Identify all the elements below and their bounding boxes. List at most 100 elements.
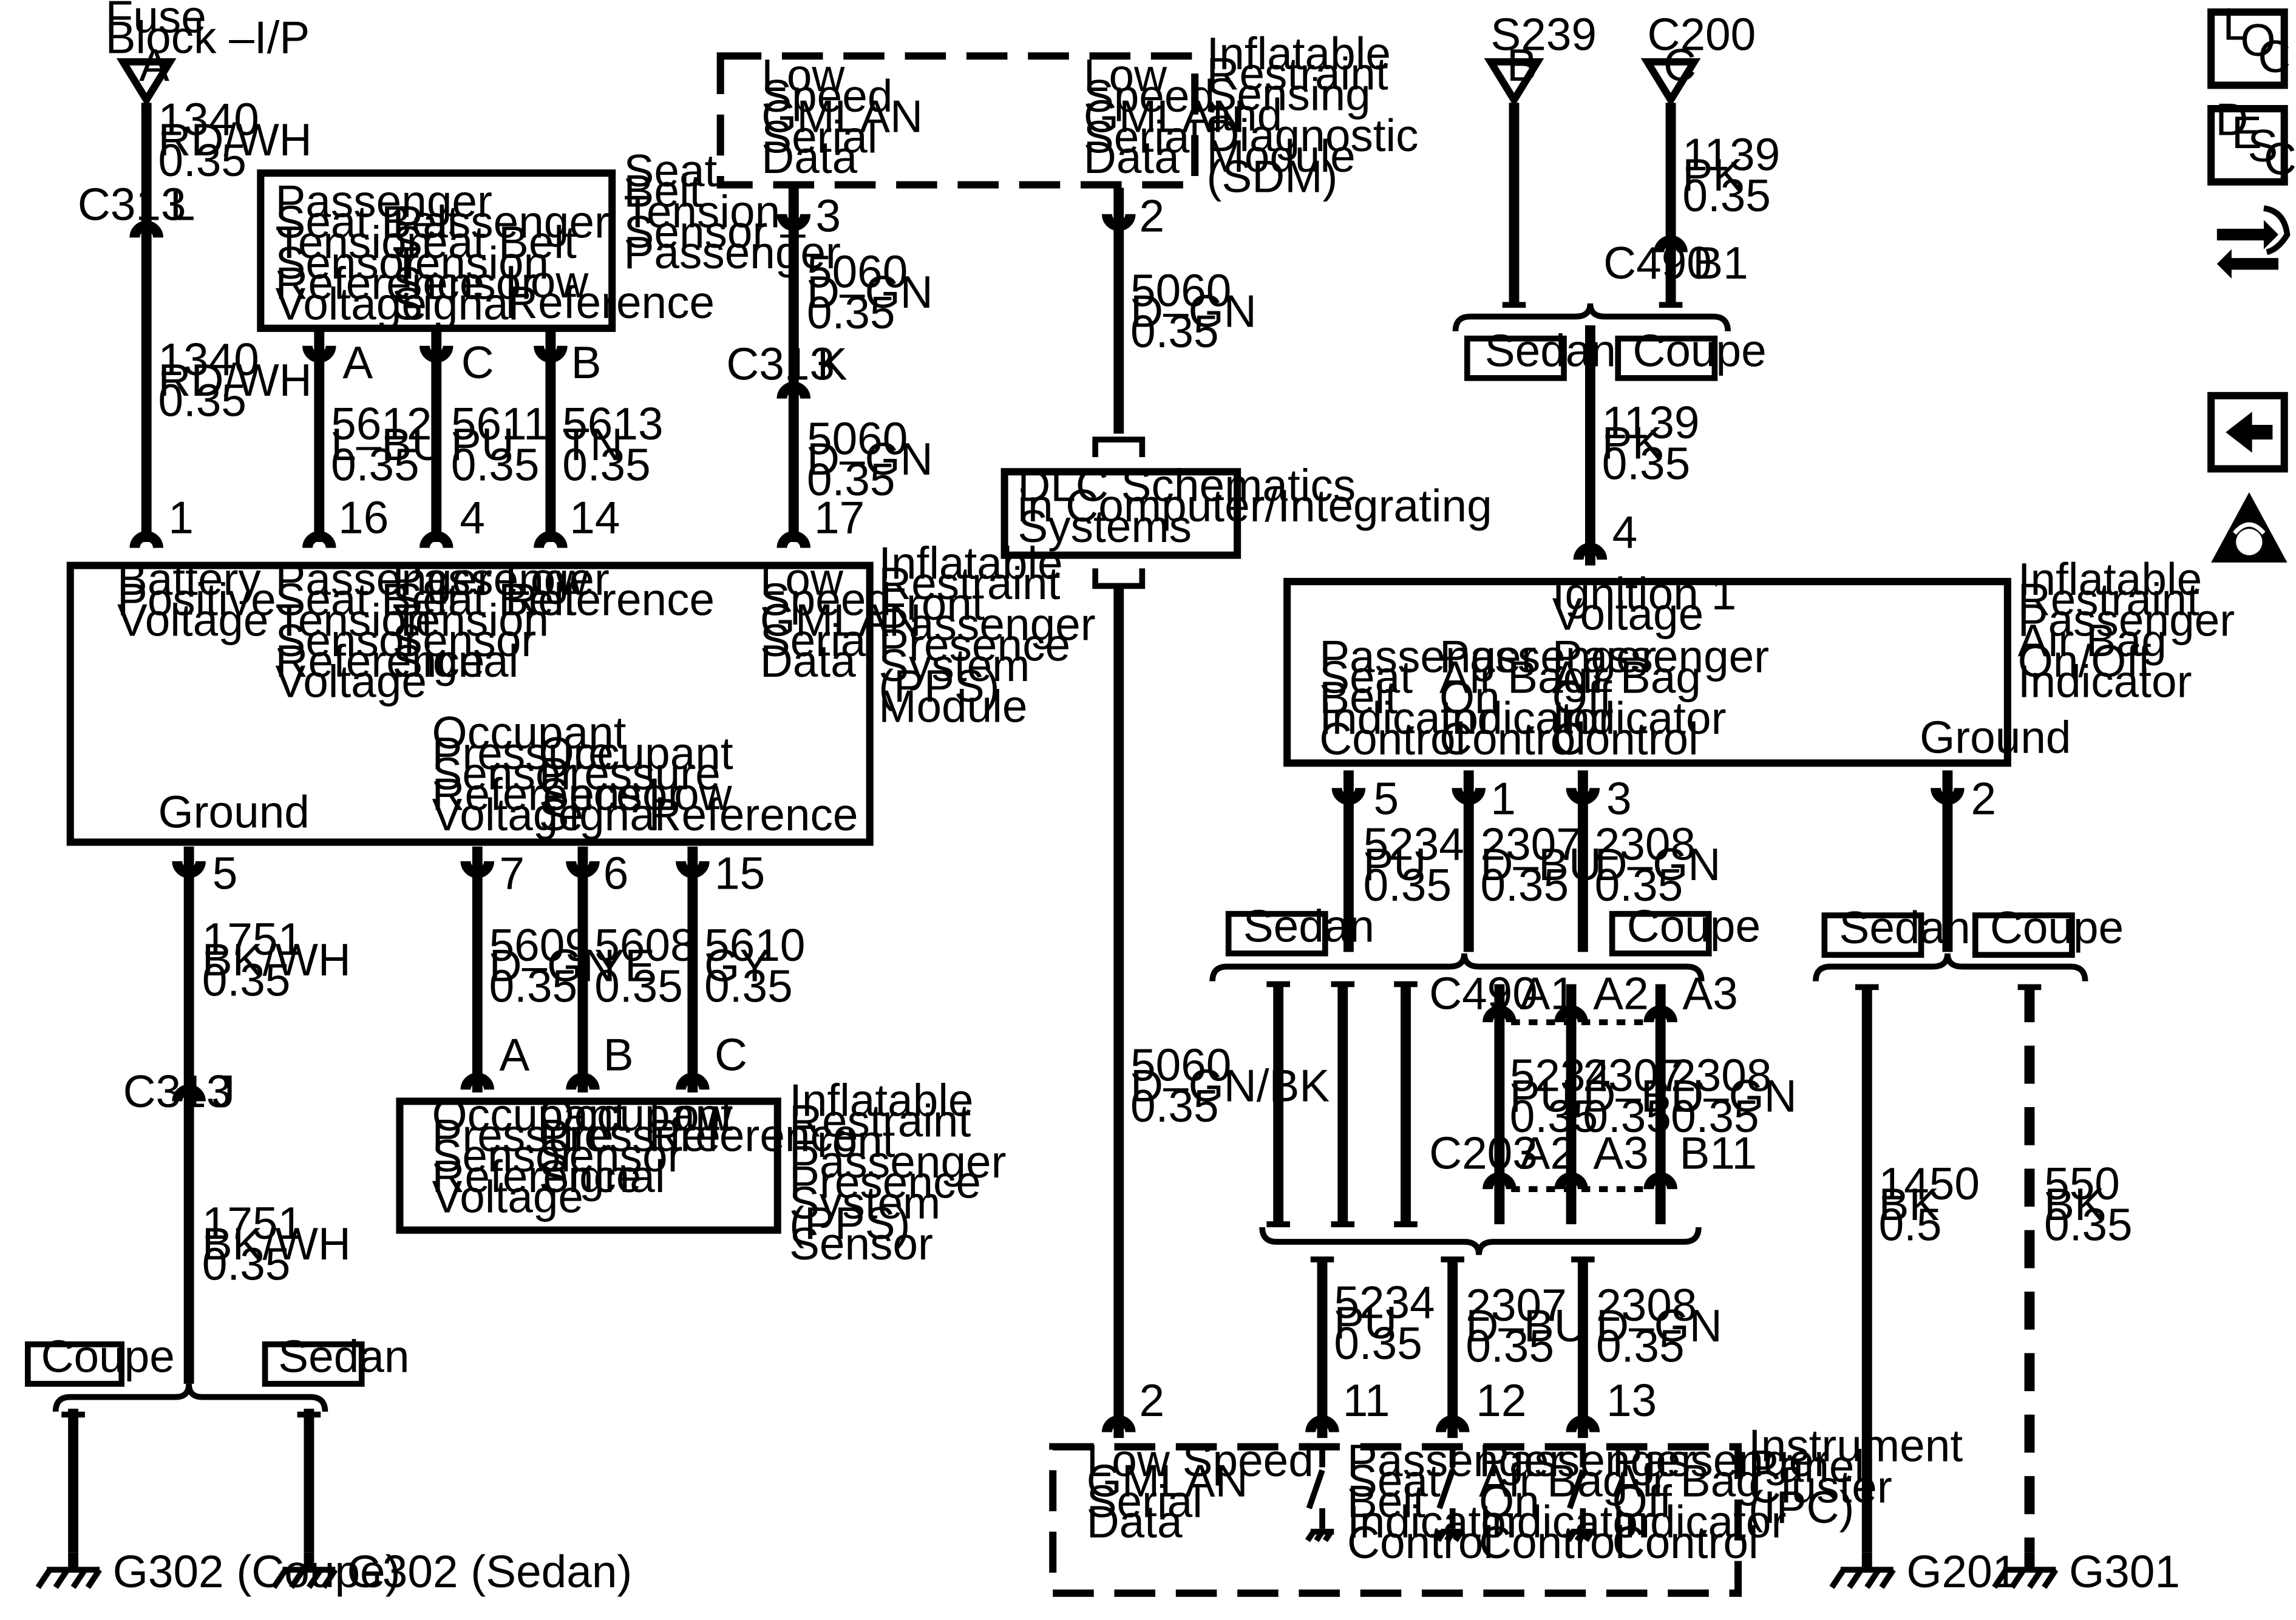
wire-1139-a: 1139PK0.35 — [1682, 129, 1780, 221]
ipc-pin-11: 11 — [1343, 1375, 1390, 1426]
back-arrow-icon[interactable] — [2207, 391, 2288, 473]
wire-5060-c: 5060D–GN0.35 — [1130, 265, 1257, 358]
c313-k-pin: K — [817, 338, 847, 389]
c313-l-name: C313 — [78, 178, 186, 229]
s239-triangle — [1484, 58, 1544, 107]
loc-letter-l: L — [2223, 0, 2248, 50]
option-coupe-mid: Coupe — [1627, 900, 1761, 951]
indicator-name: InflatableRestraintPassengerAir BagOn/Of… — [2018, 554, 2235, 707]
battery-positive-label: BatteryPositiveVoltage — [117, 554, 276, 646]
pps-pin-15: 15 — [715, 848, 765, 899]
s239-source: S239 B — [1484, 9, 1597, 107]
sdm-labels: InflatableRestraintSensingandDiagnosticM… — [761, 28, 1418, 242]
wire-1340-b: 1340RD/WH0.35 — [158, 334, 311, 426]
pps-sensor-pin-c: C — [715, 1029, 747, 1080]
pps-ops-low-label: LowReference — [649, 768, 858, 840]
option-sedan-top: Sedan — [1485, 325, 1616, 376]
ground-g302-coupe: G302 (Coupe) — [113, 1546, 401, 1597]
pps-sbt-sig-label: PassengerSeat BeltTensionSensorSignal — [392, 554, 609, 686]
seat-belt-sensor-box — [257, 169, 616, 332]
indicator-on-label: PassengerAir BagOnIndicatorControl — [1439, 631, 1656, 764]
fuse-block-label: FuseBlock –I/P — [106, 0, 310, 63]
wire-2307-a: 2307D–BU0.35 — [1481, 818, 1601, 910]
ipc-off-label: PassengerAir BagOffIndicatorControl — [1612, 1435, 1829, 1568]
c490-b1-name: C490 — [1603, 237, 1712, 288]
nav-desc-button[interactable]: D E S C — [2207, 93, 2296, 186]
c200-label: C200 — [1647, 9, 1756, 60]
ground-g201: G201 — [1906, 1546, 2017, 1597]
seat-belt-sensor-pin-c: C — [461, 337, 494, 388]
c203-pin-b11: B11 — [1680, 1127, 1757, 1178]
option-sedan-left: Sedan — [278, 1331, 409, 1382]
pps-pin-7: 7 — [499, 848, 525, 899]
c203-name: C203 — [1429, 1127, 1538, 1178]
seat-belt-sensor-labels: SeatBeltTensionSensor –Passenger Passeng… — [275, 145, 840, 388]
s239-label: S239 — [1490, 9, 1597, 60]
indicator-pin-4: 4 — [1612, 507, 1638, 558]
option-coupe-left: Coupe — [41, 1331, 175, 1382]
wire-5060-a: 5060D–GN0.35 — [807, 246, 933, 338]
wire-1340-a: 1340RD/WH0.35 — [158, 93, 311, 186]
wire-5613: 5613TN0.35 — [562, 398, 663, 490]
sdm-name: InflatableRestraintSensingandDiagnosticM… — [1206, 28, 1418, 202]
pps-sbt-ref-label: PassengerSeat BeltTensionSensorReference… — [275, 554, 492, 707]
indicator-pin-2: 2 — [1971, 773, 1997, 824]
c490-pin-a2: A2 — [1593, 968, 1648, 1018]
pps-gmlan-label: LowSpeedGMLANSerialData — [760, 554, 922, 686]
pps-sensor-name: InflatableRestraintFrontPassengerPresenc… — [789, 1075, 1006, 1269]
wire-2308-b: 2308D–GN0.35 — [1671, 1050, 1797, 1142]
option-coupe-right: Coupe — [1990, 902, 2124, 953]
indicator-box — [1283, 578, 2011, 767]
wire-1139-b: 1139PK0.35 — [1602, 397, 1700, 489]
ipc-pin-12: 12 — [1476, 1375, 1526, 1426]
c490-name: C490 — [1429, 968, 1538, 1018]
wire-1450: 1450BK0.5 — [1879, 1158, 1980, 1250]
pps-sensor-pin-a-label: OccupantPressureSensorReferenceVoltage — [432, 1090, 642, 1222]
wire-2308-a: 2308D–GN0.35 — [1595, 818, 1721, 910]
seat-belt-sensor-pin-a: A — [342, 337, 373, 388]
indicator-pin-5: 5 — [1373, 773, 1399, 824]
ipc-box — [1049, 1443, 1742, 1597]
seat-belt-sensor-name: SeatBeltTensionSensor –Passenger — [624, 145, 841, 278]
pps-module-name: InflatableRestraintFrontPassengerPresenc… — [878, 537, 1095, 731]
wire-5060-b: 5060D–GN0.35 — [807, 413, 933, 505]
wire-5612: 5612L–BU0.35 — [331, 398, 444, 490]
nav-loc-button[interactable]: L O C — [2207, 0, 2291, 89]
sdm-pin-left-label: LowSpeedGMLANSerialData — [761, 50, 923, 183]
wire-5611: 5611PU0.35 — [451, 398, 549, 490]
pps-sensor-labels: InflatableRestraintFrontPassengerPresenc… — [432, 1029, 1007, 1269]
dlc-label[interactable]: DLC Schematicsin Computer/IntegratingSys… — [1017, 459, 1492, 552]
seat-belt-sensor-pin-c-label: PassengerSeat BeltTensionSensorSignal — [392, 196, 609, 329]
connector-labels: C313 L C313 K C313 J C490 B1 C490 A1 A2 … — [78, 178, 1757, 1178]
connector-tool-icon[interactable] — [2216, 205, 2291, 279]
wire-5610: 5610GY0.35 — [704, 920, 805, 1012]
c313-k-name: C313 — [726, 338, 835, 389]
indicator-ground-label: Ground — [1920, 711, 2071, 762]
c490-b1-pin: B1 — [1693, 237, 1748, 288]
ground-symbol-g302-coupe — [38, 1570, 100, 1587]
seat-belt-sensor-pin-b: B — [571, 337, 602, 388]
seat-belt-sensor-pin-b-label: LowReference — [505, 256, 715, 328]
c200-letter: C — [1663, 39, 1696, 90]
wire-2307-c: 2307D–BU0.35 — [1466, 1279, 1586, 1372]
s239-letter: B — [1507, 39, 1537, 90]
option-sedan-right: Sedan — [1839, 902, 1970, 953]
c313-j-name: C313 — [123, 1066, 232, 1117]
desc-letter-c: C — [2264, 134, 2296, 185]
wire-5608: 5608YE0.35 — [594, 920, 695, 1012]
ipc-name: InstrumentPanelCluster(IPC) — [1748, 1420, 1963, 1533]
fuse-block-letter: A — [139, 39, 169, 90]
option-braces — [52, 303, 2088, 1412]
pps-pin-6: 6 — [603, 848, 629, 899]
pps-module-labels: InflatableRestraintFrontPassengerPresenc… — [117, 492, 1096, 899]
pps-sensor-pin-b-label: OccupantPressureSensorSignal — [539, 1090, 733, 1202]
c200-source: C200 C — [1640, 9, 1756, 107]
ipc-pin-13: 13 — [1606, 1375, 1657, 1426]
seat-belt-sensor-pin-a-label: PassengerSeat BeltTensionSensorReference… — [275, 176, 492, 330]
sdm-box — [716, 52, 1199, 189]
pps-pin-4: 4 — [460, 492, 485, 543]
airbag-warning-icon[interactable] — [2211, 492, 2288, 563]
c490-pin-a1: A1 — [1520, 968, 1575, 1018]
pps-module-box — [66, 561, 874, 846]
